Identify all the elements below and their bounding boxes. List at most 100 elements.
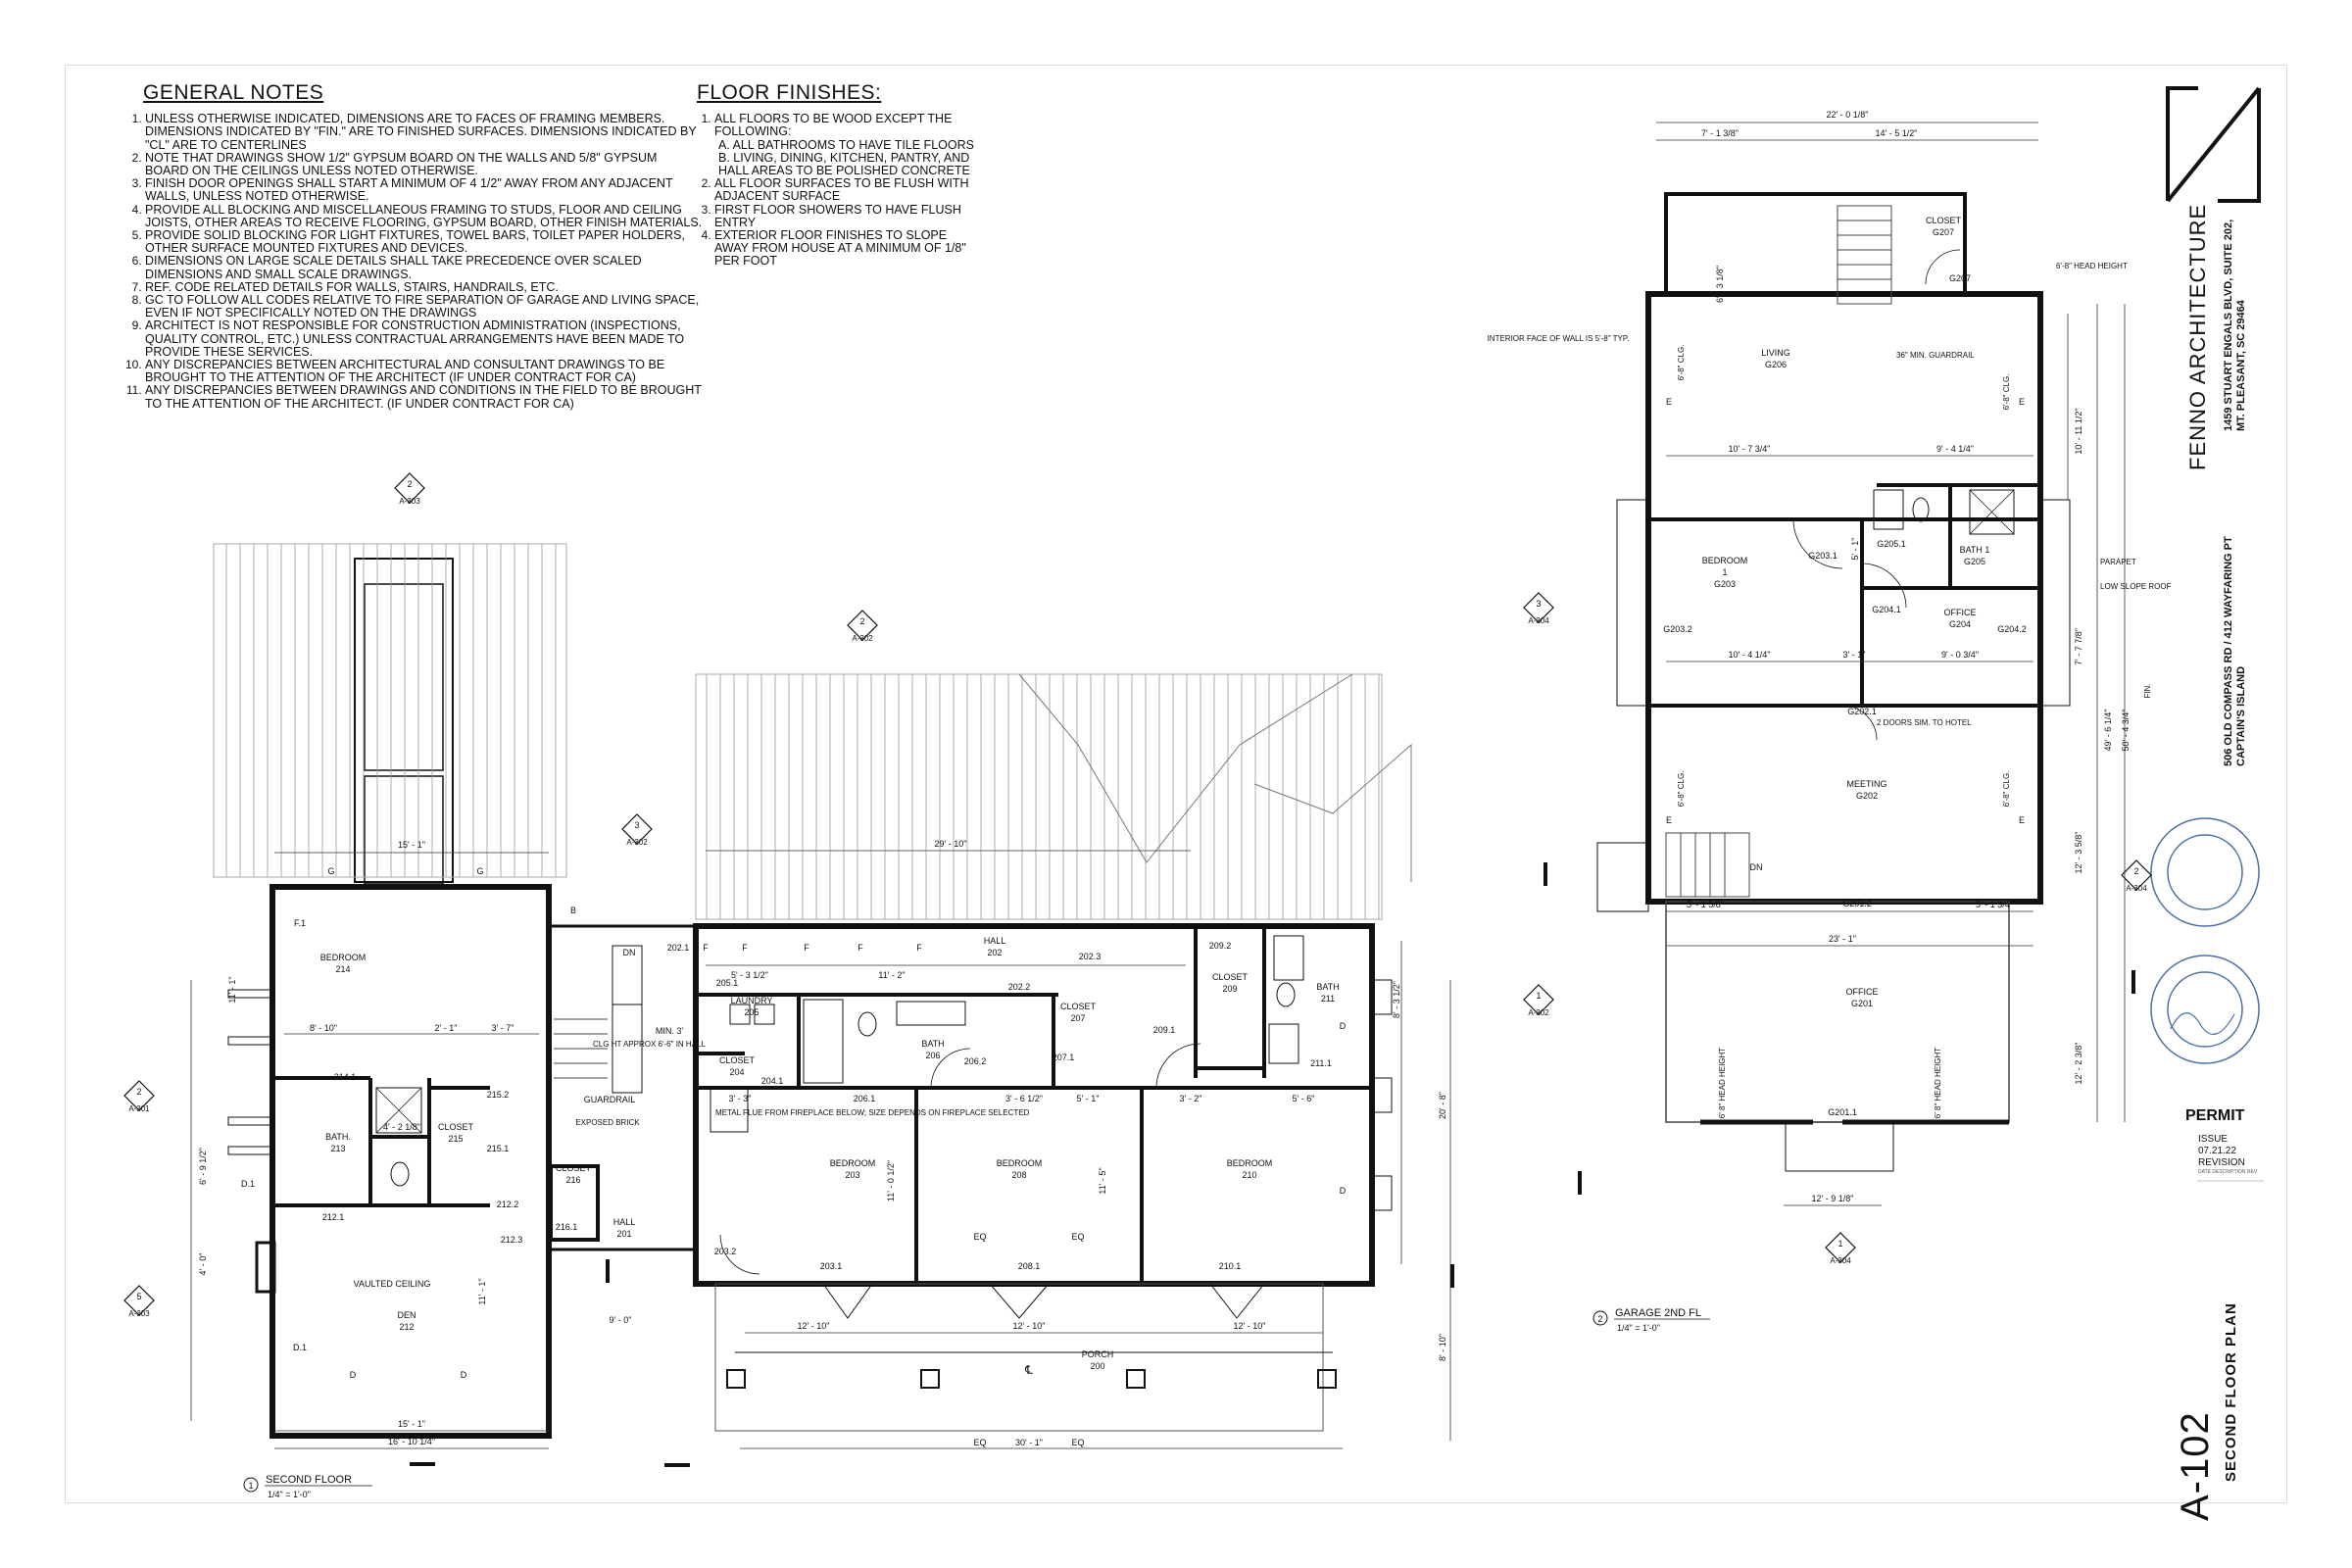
section-marker: 5 A-303 xyxy=(123,1285,155,1318)
room-name: DEN xyxy=(397,1310,416,1320)
dimension: 5' - 1 5/8" xyxy=(1687,900,1724,909)
guardrail-note: GUARDRAIL xyxy=(584,1095,636,1104)
room-number: G201 xyxy=(1851,999,1873,1008)
centerline-mark: ℄ xyxy=(1024,1363,1033,1377)
section-marker: 3 A-304 xyxy=(1523,592,1554,625)
drawing-title-second-floor: 1 SECOND FLOOR 1/4" = 1'-0" xyxy=(243,1474,372,1499)
keynote-tag: D xyxy=(1340,1186,1347,1196)
finish-item: ALL FLOOR SURFACES TO BE FLUSH WITH ADJA… xyxy=(714,177,981,204)
dimension: 50' - 4 3/4" xyxy=(2121,710,2131,752)
drawing-scale: 1/4" = 1'-0" xyxy=(268,1490,311,1499)
sheet-title: SECOND FLOOR PLAN xyxy=(2223,1302,2239,1482)
room-number: 206 xyxy=(925,1051,940,1060)
dimension: 9' - 0" xyxy=(610,1315,632,1325)
room-number: 205 xyxy=(744,1007,759,1017)
project-address: 506 OLD COMPASS RD / 412 WAYFARING PT CA… xyxy=(2223,536,2248,766)
room-name: PORCH xyxy=(1082,1349,1114,1359)
level-mark xyxy=(1578,1171,1582,1195)
door-tag: G204.2 xyxy=(1997,624,2027,634)
dimension: 11' - 0 1/2" xyxy=(886,1160,896,1201)
exposed-brick-note: EXPOSED BRICK xyxy=(575,1118,640,1127)
dimension: 6' - 9 1/2" xyxy=(198,1148,208,1185)
section-marker: 2 A-302 xyxy=(847,610,878,643)
room-number: G207 xyxy=(1933,227,1954,237)
room-number: 216 xyxy=(565,1175,580,1185)
door-tag: 211.1 xyxy=(1310,1058,1332,1068)
room-name: BEDROOM xyxy=(997,1158,1043,1168)
level-mark xyxy=(1450,1264,1454,1288)
floor-finishes-list: ALL FLOORS TO BE WOOD EXCEPT THE FOLLOWI… xyxy=(697,113,981,268)
architect-stamp-1 xyxy=(2150,817,2260,927)
keynote-tag: F xyxy=(858,943,863,953)
room-name: CLOSET xyxy=(438,1122,474,1132)
guardrail-note: 36" MIN. GUARDRAIL xyxy=(1896,351,1975,360)
porch-outline xyxy=(714,1283,1324,1432)
wall-note: INTERIOR FACE OF WALL IS 5'-8" TYP. xyxy=(1488,334,1630,343)
door-tag: G201.1 xyxy=(1828,1107,1857,1117)
dimension: 5' - 1" xyxy=(1850,538,1860,561)
dimension: 16' - 10 1/4" xyxy=(388,1437,435,1446)
room-number: 210 xyxy=(1242,1170,1256,1180)
level-mark xyxy=(606,1259,610,1283)
room-number: 203 xyxy=(845,1170,859,1180)
closet-216-walls xyxy=(549,1164,600,1242)
stair-dn-label: DN xyxy=(623,948,636,957)
door-tag: 209.2 xyxy=(1209,941,1232,951)
section-marker: 1 A-302 xyxy=(1523,984,1554,1017)
door-tag: 209.1 xyxy=(1153,1025,1176,1035)
svg-text:5: 5 xyxy=(136,1292,141,1301)
svg-text:A-303: A-303 xyxy=(399,497,420,506)
dimension: 14' - 5 1/2" xyxy=(1876,128,1918,138)
svg-text:A-304: A-304 xyxy=(1830,1256,1851,1265)
dimension: 10' - 4 1/4" xyxy=(1729,650,1771,660)
roof-note: LOW SLOPE ROOF xyxy=(2100,582,2172,591)
dimension: 30' - 1" xyxy=(1015,1438,1043,1447)
dimension: 11' - 2" xyxy=(878,970,905,980)
dimension: 10' - 11 1/2" xyxy=(2074,408,2083,454)
room-name: BEDROOM xyxy=(830,1158,876,1168)
ceiling-note: 6'-8" CLG. xyxy=(2002,771,2011,808)
level-mark xyxy=(2132,970,2135,994)
firm-logo xyxy=(2166,86,2261,203)
door-tag: G203.1 xyxy=(1808,551,1838,561)
room-name: CLOSET xyxy=(719,1055,756,1065)
revision-label: REVISION xyxy=(2198,1157,2245,1168)
door-tag: 202.2 xyxy=(1008,982,1031,992)
dimension: 10' - 7 3/4" xyxy=(1729,444,1771,454)
keynote-tag: B xyxy=(570,906,576,915)
keynote-tag: F xyxy=(742,943,748,953)
section-markers: 2 A-303 2 A-302 3 A-302 2 A-301 5 A-303 … xyxy=(123,472,2152,1318)
head-height-note: 6' 8" HEAD HEIGHT xyxy=(1718,1048,1727,1118)
dimension: 4' - 2 1/8" xyxy=(383,1122,420,1132)
note-item: PROVIDE ALL BLOCKING AND MISCELLANEOUS F… xyxy=(145,203,704,229)
finish-item-text: ALL FLOORS TO BE WOOD EXCEPT THE FOLLOWI… xyxy=(714,112,953,139)
garage-walls xyxy=(1645,291,2043,905)
door-tag: G202.1 xyxy=(1847,707,1877,716)
keynote-tag: E xyxy=(2019,815,2025,825)
section-marker: 1 A-304 xyxy=(1825,1232,1856,1265)
roof-ridge xyxy=(1018,673,1353,863)
door-tag: 202.3 xyxy=(1079,952,1102,961)
dimension: 15' - 1" xyxy=(398,840,425,850)
dimension: 20' - 8" xyxy=(1438,1092,1447,1119)
room-number: 211 xyxy=(1321,994,1335,1004)
svg-text:A-301: A-301 xyxy=(128,1104,150,1113)
svg-text:1: 1 xyxy=(1536,991,1541,1001)
stair-dn-label: DN xyxy=(1750,862,1763,872)
room-number: 207 xyxy=(1070,1013,1085,1023)
dimension: 5' - 6" xyxy=(1293,1094,1315,1103)
room-name: OFFICE xyxy=(1944,608,1977,617)
dimension: 6' - 3 1/8" xyxy=(1715,266,1725,303)
section-marker: 3 A-302 xyxy=(621,813,653,847)
finish-item: FIRST FLOOR SHOWERS TO HAVE FLUSH ENTRY xyxy=(714,203,981,229)
door-tag: 205.1 xyxy=(716,978,739,988)
keynote-tag: F xyxy=(804,943,809,953)
keynote-tag: D xyxy=(350,1370,357,1380)
door-tag: 208.1 xyxy=(1018,1261,1041,1271)
door-tag: G207 xyxy=(1949,273,1971,283)
dimension: 12' - 3 5/8" xyxy=(2074,832,2083,874)
room-name: CLOSET xyxy=(1212,972,1249,982)
finish-subitem: B. LIVING, DINING, KITCHEN, PANTRY, AND … xyxy=(718,150,970,178)
dimension: 8' - 10" xyxy=(1438,1334,1447,1361)
note-item: DIMENSIONS ON LARGE SCALE DETAILS SHALL … xyxy=(145,255,704,281)
